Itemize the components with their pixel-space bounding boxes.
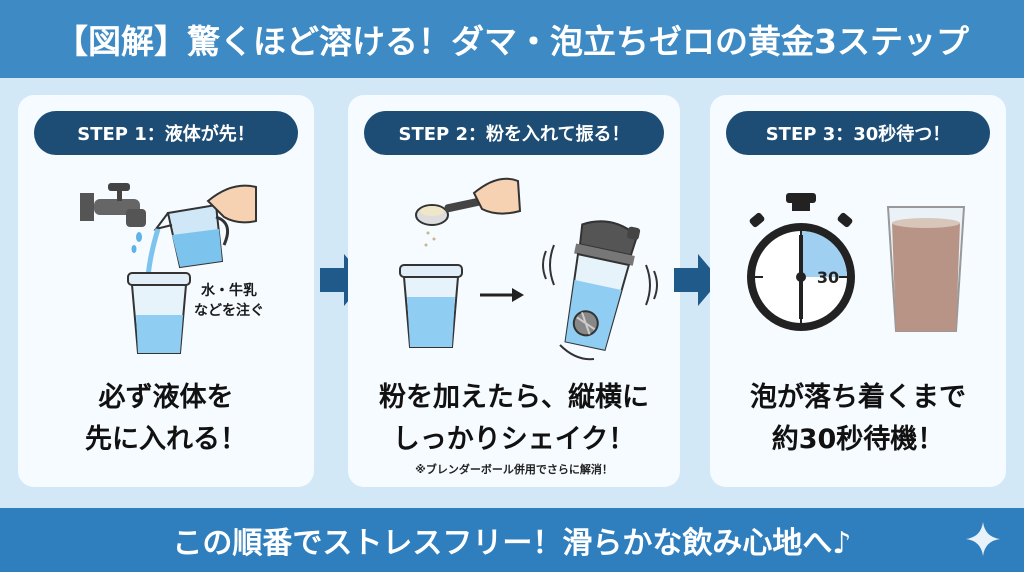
header-banner: 【図解】驚くほど溶ける！ダマ・泡立ちゼロの黄金3ステップ [0, 0, 1024, 78]
timer-seconds: 30 [817, 268, 839, 287]
step-1-instruction: 必ず液体を 先に入れる！ [85, 382, 247, 455]
protein-drink-glass-icon [886, 206, 966, 332]
pitcher-icon [145, 203, 230, 278]
step-1-label: STEP 1：液体が先！ [34, 111, 298, 155]
step-3-card: STEP 3：30秒待つ！ 30 泡が落ち着くまで 約30秒待機！ [710, 95, 1006, 487]
step-1-card: STEP 1：液体が先！ 水・牛乳 などを注ぐ [18, 95, 314, 487]
faucet-icon [80, 183, 146, 253]
shake-illustration [399, 177, 658, 361]
footer-message: この順番でストレスフリー！滑らかな飲み心地へ♪ [172, 526, 852, 561]
step-3-label: STEP 3：30秒待つ！ [726, 111, 990, 155]
step-3-instruction: 泡が落ち着くまで 約30秒待機！ [750, 382, 966, 455]
step-2-card: STEP 2：粉を入れて振る！ [348, 95, 680, 487]
wait-illustration: 30 [747, 193, 966, 332]
shaker-bottle-icon [564, 220, 641, 351]
pour-liquid-illustration [80, 183, 257, 354]
step-2-label: STEP 2：粉を入れて振る！ [364, 111, 664, 155]
cup-icon [399, 264, 463, 348]
right-arrow-icon [674, 254, 720, 306]
next-arrow-icon [480, 288, 524, 302]
cup-icon [127, 272, 191, 354]
blender-ball-note: ※ブレンダーボール併用でさらに解消！ [415, 463, 613, 476]
sparkle-icon [966, 522, 1000, 556]
footer-banner: この順番でストレスフリー！滑らかな飲み心地へ♪ [0, 508, 1024, 572]
scoop-icon [415, 196, 489, 247]
hand-icon [206, 184, 257, 224]
hand-icon [472, 177, 522, 215]
step-2-instruction: 粉を加えたら、縦横に しっかりシェイク！ [379, 382, 649, 455]
page-title: 【図解】驚くほど溶ける！ダマ・泡立ちゼロの黄金3ステップ [55, 22, 969, 61]
pour-caption: 水・牛乳 などを注ぐ [194, 283, 264, 319]
stopwatch-icon: 30 [747, 193, 855, 331]
